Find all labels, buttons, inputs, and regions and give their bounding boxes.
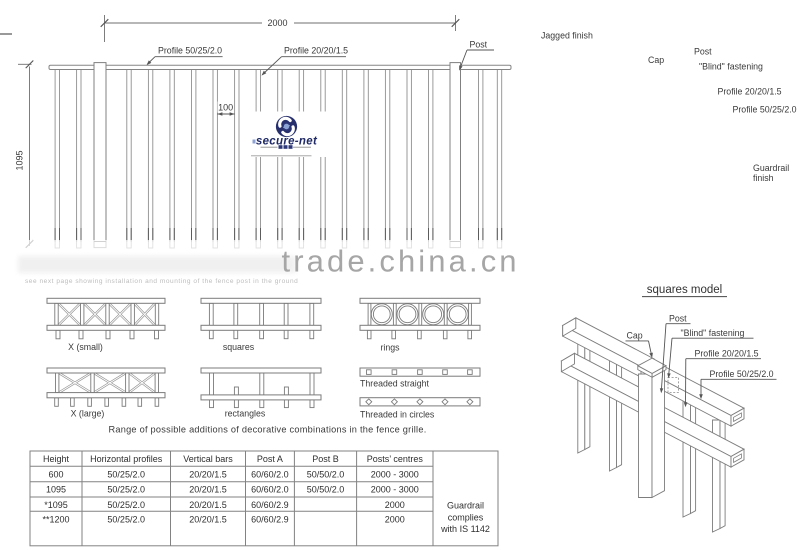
svg-text:2000 - 3000: 2000 - 3000: [371, 469, 419, 479]
svg-text:Guardrail: Guardrail: [753, 163, 789, 173]
svg-text:rectangles: rectangles: [225, 409, 266, 419]
svg-text:60/60/2.0: 60/60/2.0: [251, 485, 289, 495]
svg-text:Profile 20/20/1.5: Profile 20/20/1.5: [284, 46, 348, 56]
svg-text:Profile 20/20/1.5: Profile 20/20/1.5: [695, 349, 759, 359]
svg-text:Post B: Post B: [312, 454, 339, 464]
svg-text:100: 100: [218, 103, 233, 113]
svg-text:2000: 2000: [267, 18, 287, 28]
svg-text:trade.china.cn: trade.china.cn: [282, 244, 520, 279]
svg-text:2000: 2000: [385, 515, 405, 525]
svg-text:Jagged finish: Jagged finish: [541, 31, 593, 41]
svg-text:Profile 50/25/2.0: Profile 50/25/2.0: [733, 105, 797, 115]
svg-text:Cap: Cap: [648, 55, 664, 65]
svg-text:20/20/1.5: 20/20/1.5: [189, 485, 227, 495]
svg-text:with IS 1142: with IS 1142: [440, 524, 490, 534]
svg-text:Vertical bars: Vertical bars: [183, 454, 233, 464]
svg-text:50/25/2.0: 50/25/2.0: [107, 485, 145, 495]
svg-text:Post: Post: [470, 40, 488, 50]
svg-text:finish: finish: [753, 173, 774, 183]
svg-text:Post: Post: [694, 47, 712, 57]
svg-text:**1200: **1200: [42, 515, 69, 525]
svg-text:Threaded straight: Threaded straight: [360, 378, 430, 388]
svg-text:complies: complies: [448, 513, 484, 523]
svg-text:Posts’ centres: Posts’ centres: [367, 454, 424, 464]
svg-text:squares model: squares model: [647, 284, 722, 296]
svg-text:X (small): X (small): [68, 342, 103, 352]
svg-text:2000: 2000: [385, 500, 405, 510]
svg-text:Profile 50/25/2.0: Profile 50/25/2.0: [710, 369, 774, 379]
svg-text:rings: rings: [380, 343, 400, 353]
svg-text:20/20/1.5: 20/20/1.5: [189, 469, 227, 479]
svg-text:Post: Post: [669, 314, 687, 324]
svg-text:1095: 1095: [46, 485, 66, 495]
svg-text:"Blind" fastening: "Blind" fastening: [699, 62, 763, 72]
svg-text:Height: Height: [43, 454, 70, 464]
svg-text:Threaded in circles: Threaded in circles: [360, 410, 435, 420]
svg-text:60/60/2.0: 60/60/2.0: [251, 469, 289, 479]
svg-text:2000 - 3000: 2000 - 3000: [371, 485, 419, 495]
svg-text:Post A: Post A: [257, 454, 283, 464]
svg-text:1095: 1095: [15, 150, 25, 170]
svg-text:600: 600: [48, 469, 63, 479]
svg-text:60/60/2.9: 60/60/2.9: [251, 500, 289, 510]
svg-text:Range of possible additions of: Range of possible additions of decorativ…: [108, 424, 426, 434]
svg-text:20/20/1.5: 20/20/1.5: [189, 515, 227, 525]
svg-text:"Blind" fastening: "Blind" fastening: [681, 328, 745, 338]
svg-text:Horizontal profiles: Horizontal profiles: [90, 454, 163, 464]
svg-text:X (large): X (large): [71, 409, 105, 419]
svg-text:Profile 20/20/1.5: Profile 20/20/1.5: [718, 87, 782, 97]
svg-text:see next page showing installa: see next page showing installation and m…: [25, 278, 298, 285]
svg-text:60/60/2.9: 60/60/2.9: [251, 515, 289, 525]
svg-text:Guardrail: Guardrail: [447, 501, 484, 511]
svg-text:50/50/2.0: 50/50/2.0: [307, 469, 345, 479]
svg-text:Cap: Cap: [627, 331, 643, 341]
svg-text:squares: squares: [223, 342, 255, 352]
svg-text:secure-net: secure-net: [256, 136, 318, 148]
svg-text:20/20/1.5: 20/20/1.5: [189, 500, 227, 510]
svg-text:50/50/2.0: 50/50/2.0: [307, 485, 345, 495]
svg-text:50/25/2.0: 50/25/2.0: [107, 500, 145, 510]
svg-text:*1095: *1095: [44, 500, 68, 510]
svg-text:50/25/2.0: 50/25/2.0: [107, 469, 145, 479]
svg-text:50/25/2.0: 50/25/2.0: [107, 515, 145, 525]
svg-text:Profile 50/25/2.0: Profile 50/25/2.0: [158, 46, 222, 56]
